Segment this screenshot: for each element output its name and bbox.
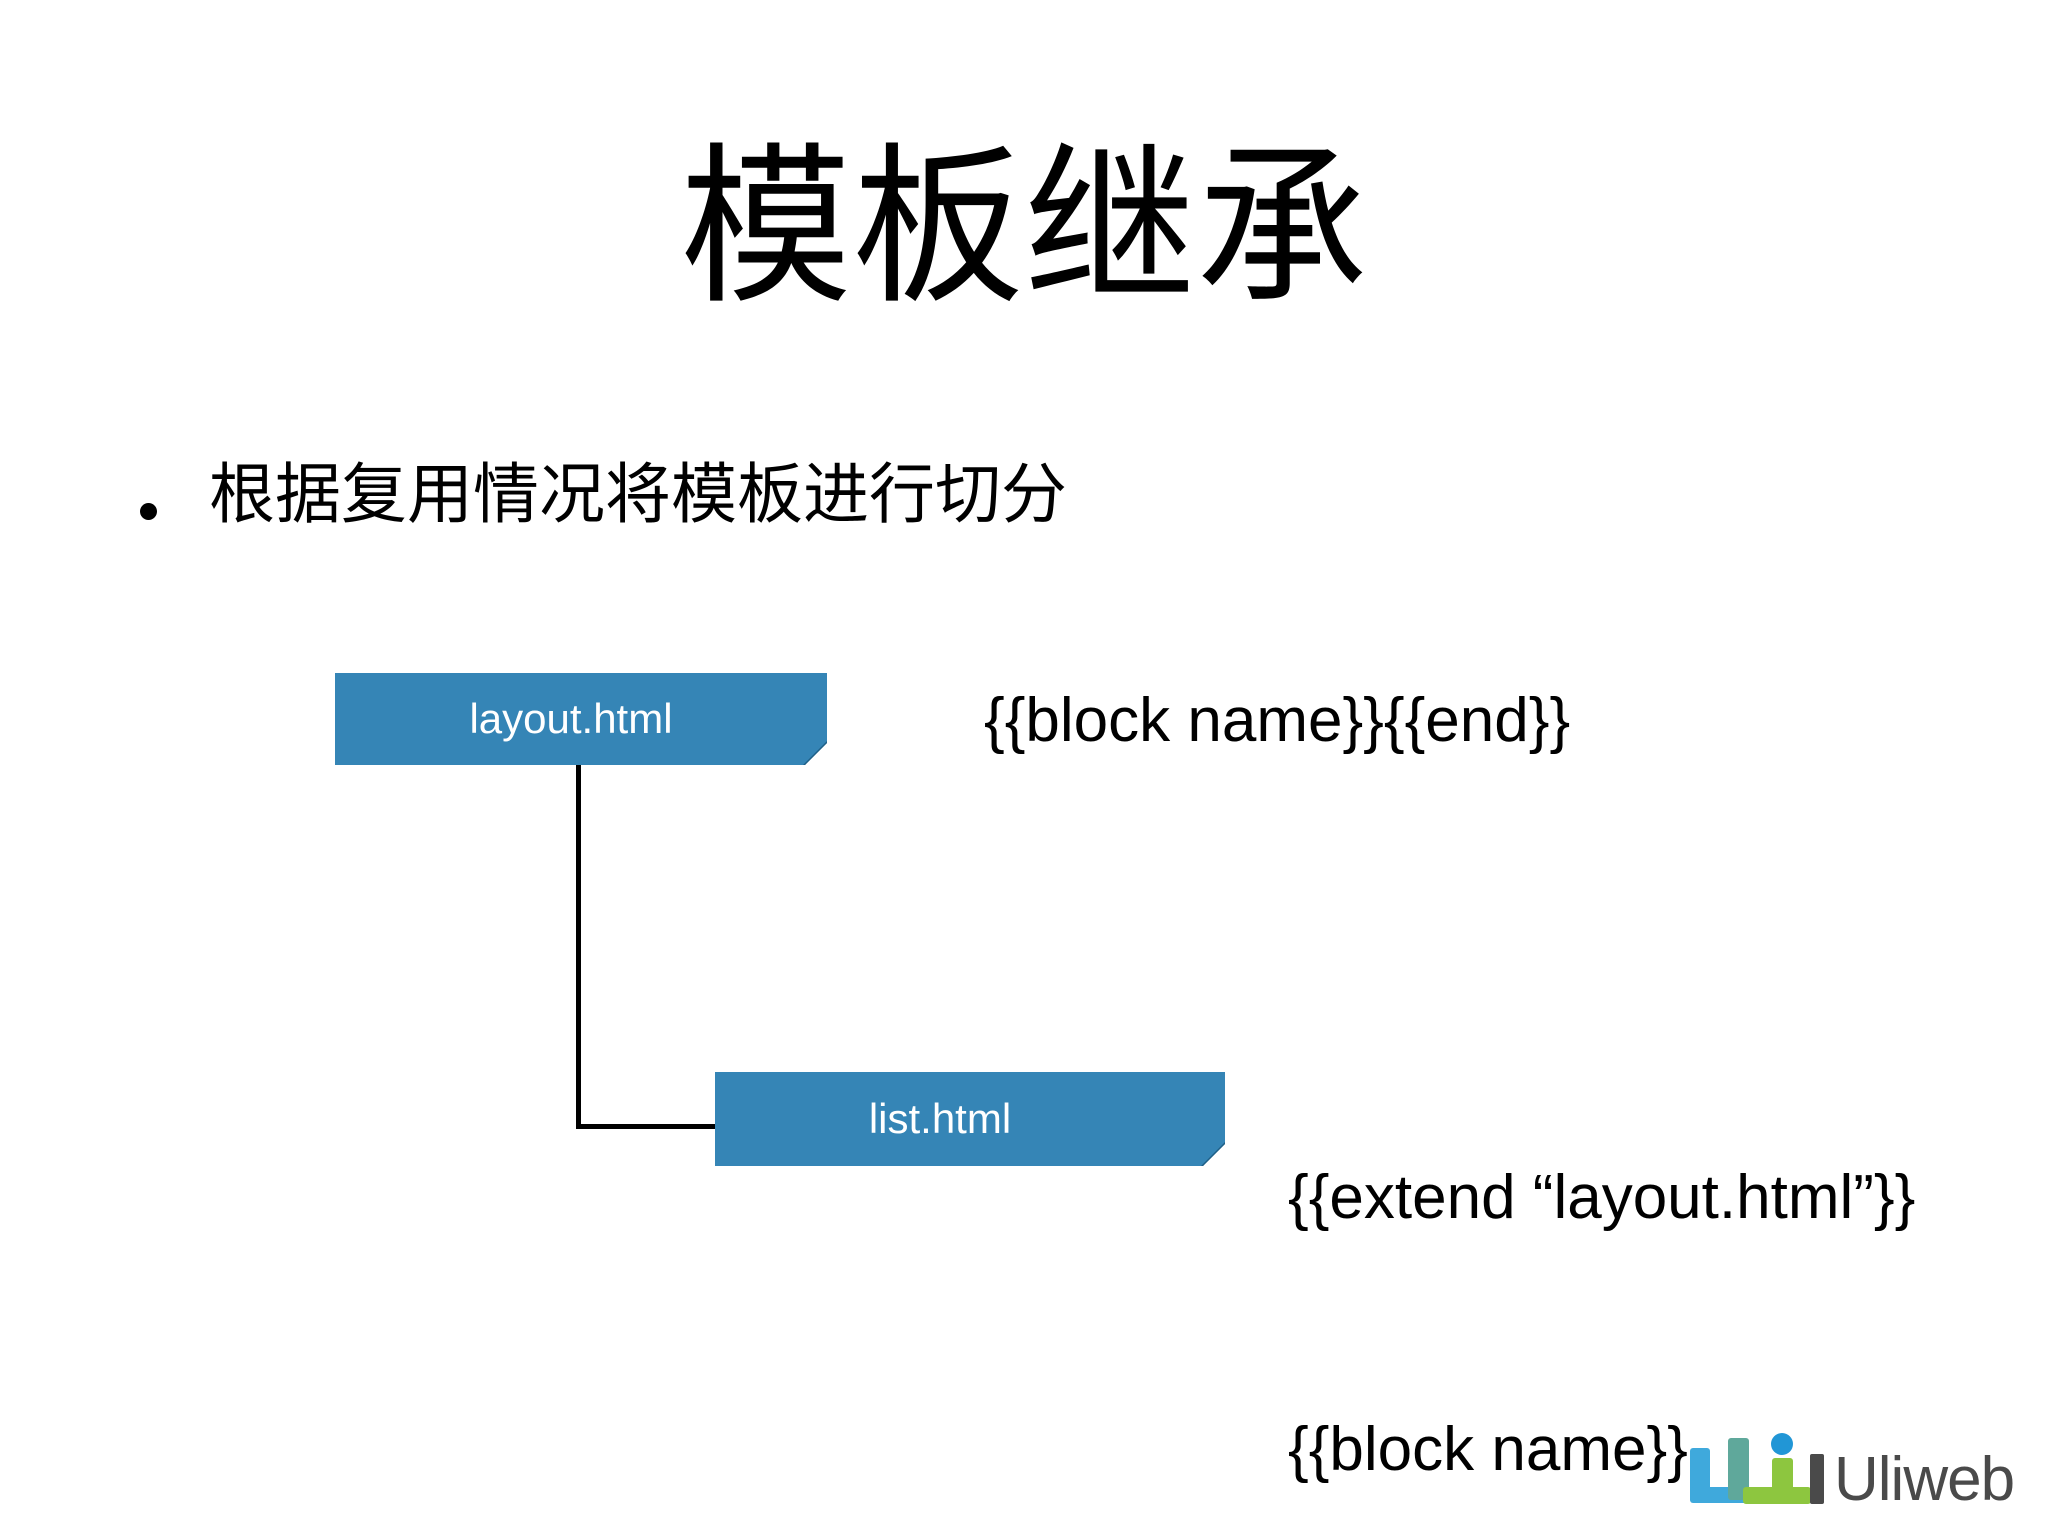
bullet-list-item: 根据复用情况将模板进行切分 [140, 452, 1067, 538]
page-title: 模板继承 [680, 127, 1368, 328]
connector-line-horizontal [576, 1124, 720, 1129]
code-line-extend: {{extend “layout.html”}} [1288, 1163, 1916, 1232]
code-line-block: {{block name}} [1288, 1415, 1688, 1484]
bullet-point-icon [140, 502, 157, 520]
code-snippet-child: {{extend “layout.html”}} {{block name}} … [1288, 988, 1915, 1536]
folded-corner-icon [1201, 1142, 1225, 1166]
logo-mark-green-bar [1772, 1458, 1793, 1503]
diagram-node-list-html[interactable]: list.html [715, 1072, 1225, 1166]
bullet-item-label: 根据复用情况将模板进行切分 [209, 456, 1067, 533]
logo-wordmark: Uliweb [1834, 1445, 2014, 1514]
uliweb-logo: Uliweb [1688, 1432, 2036, 1528]
logo-mark-dark-bar [1810, 1454, 1824, 1504]
folded-corner-icon [803, 741, 827, 765]
code-snippet-parent: {{block name}}{{end}} [984, 686, 1571, 755]
diagram-node-label: list.html [868, 1095, 1012, 1142]
diagram-node-layout-html[interactable]: layout.html [335, 673, 827, 765]
logo-mark-teal-bar [1728, 1438, 1749, 1500]
logo-mark-dot-icon [1771, 1433, 1793, 1455]
connector-line-vertical [576, 763, 581, 1128]
diagram-node-label: layout.html [469, 695, 673, 742]
